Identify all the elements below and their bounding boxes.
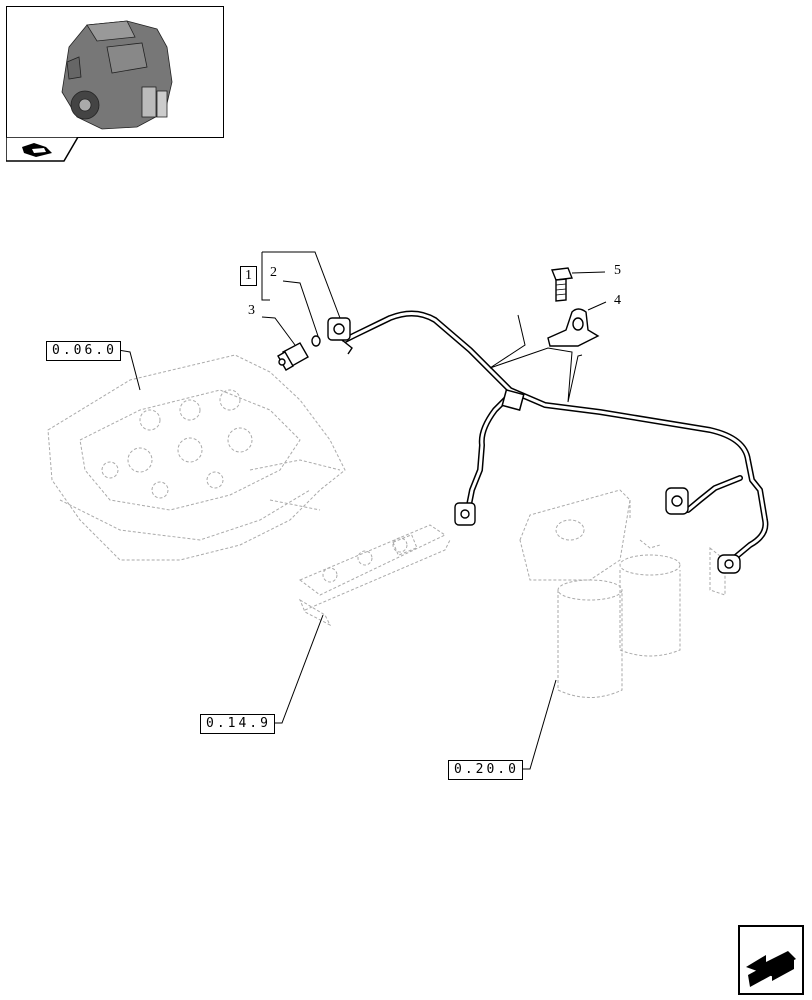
- banjo-fitting-top: [327, 317, 353, 355]
- part-3-fitting: [277, 342, 309, 371]
- banjo-fitting-filter: [665, 487, 689, 515]
- next-page-arrow-icon: [738, 925, 804, 995]
- t-connector: [501, 389, 525, 411]
- callout-4[interactable]: 4: [614, 293, 621, 308]
- engine-thumbnail: [6, 6, 224, 138]
- banjo-fitting-end: [717, 554, 741, 574]
- ref-link-0-20-0[interactable]: 0.20.0: [448, 760, 523, 780]
- banjo-fitting-rail: [454, 502, 476, 526]
- cylinder-head-ghost: [47, 354, 346, 561]
- part-5-bolt: [551, 267, 573, 302]
- fuel-rail-ghost: [298, 524, 451, 627]
- callout-1[interactable]: 1: [240, 266, 257, 286]
- next-page-button[interactable]: [738, 925, 804, 995]
- fuel-return-pipe: [342, 310, 769, 563]
- fuel-filter-ghost: [519, 489, 726, 698]
- part-4-clamp: [547, 308, 600, 347]
- category-tab[interactable]: [5, 136, 80, 167]
- callout-5[interactable]: 5: [614, 263, 621, 278]
- clamp-position-indicator: [489, 314, 583, 403]
- part-2-o-ring: [311, 335, 321, 347]
- leader-lines: [117, 251, 607, 770]
- callout-2[interactable]: 2: [270, 265, 277, 280]
- engine-nav-icon: [22, 143, 52, 157]
- ref-link-0-14-9[interactable]: 0.14.9: [200, 714, 275, 734]
- ref-link-0-06-0[interactable]: 0.06.0: [46, 341, 121, 361]
- callout-3[interactable]: 3: [248, 303, 255, 318]
